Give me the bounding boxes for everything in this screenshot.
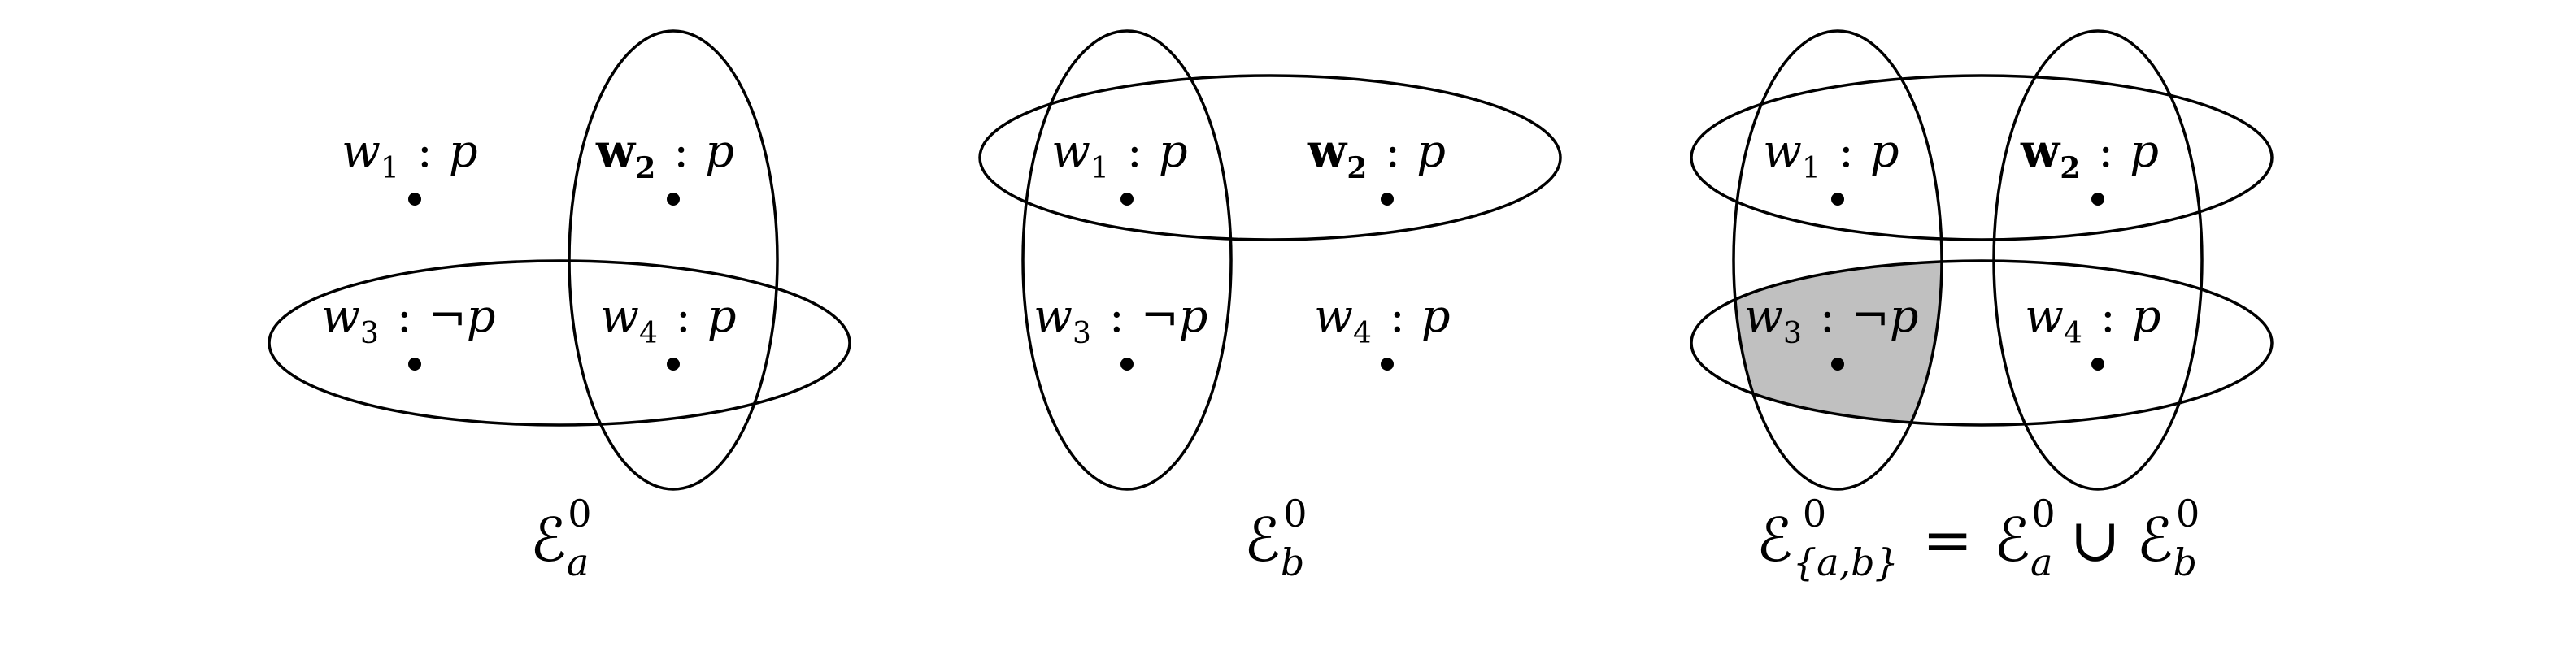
world-label-ab-w1: w1:p [1763, 125, 1899, 185]
world-dot-ab-w2 [2091, 193, 2104, 206]
ellipse-b-horizontal-w1-w2 [978, 74, 1562, 241]
world-label-b-w3: w3:¬p [1033, 290, 1208, 350]
panel-b: w1:p w2:p w3:¬p w4:p ℰb0 [978, 29, 1562, 584]
world-dot-b-w4 [1381, 358, 1394, 371]
world-dot-b-w3 [1120, 358, 1134, 371]
world-dot-ab-w3 [1831, 358, 1844, 371]
caption-a: ℰa0 [530, 492, 592, 584]
world-label-ab-w2: w2:p [2020, 124, 2159, 185]
ellipse-ab-vertical-right [1992, 29, 2204, 491]
world-label-b-w1: w1:p [1051, 125, 1188, 185]
world-label-a-w2: w2:p [595, 124, 734, 185]
world-label-a-w3: w3:¬p [321, 290, 496, 350]
world-label-b-w4: w4:p [1314, 290, 1451, 350]
world-dot-a-w3 [408, 358, 421, 371]
world-dot-b-w2 [1381, 193, 1394, 206]
panel-a: w1:p w2:p w3:¬p w4:p ℰa0 [268, 29, 851, 584]
panel-union: w1:p w2:p w3:¬p w4:p ℰ{a,b}0=ℰa0∪ℰb0 [1690, 29, 2274, 584]
ellipse-ab-horizontal-top [1690, 74, 2274, 241]
world-dot-a-w1 [408, 193, 421, 206]
world-dot-ab-w1 [1831, 193, 1844, 206]
world-dot-a-w4 [667, 358, 680, 371]
caption-b: ℰb0 [1244, 492, 1308, 584]
world-label-ab-w4: w4:p [2025, 290, 2161, 350]
ellipse-ab-horizontal-bottom [1690, 259, 2274, 427]
world-label-b-w2: w2:p [1307, 124, 1446, 185]
caption-union: ℰ{a,b}0=ℰa0∪ℰb0 [1756, 492, 2200, 584]
shaded-region-w3 [1734, 261, 1942, 425]
ellipse-ab-vertical-left [1732, 29, 1943, 491]
world-dot-b-w1 [1120, 193, 1134, 206]
ellipse-a-vertical-w2-w4 [568, 29, 779, 491]
ellipse-b-vertical-w1-w3 [1021, 29, 1233, 491]
world-dot-a-w2 [667, 193, 680, 206]
world-label-a-w1: w1:p [342, 125, 478, 185]
ellipse-a-horizontal-w3-w4 [268, 259, 851, 427]
world-label-ab-w3: w3:¬p [1744, 290, 1919, 350]
world-label-a-w4: w4:p [600, 290, 737, 350]
world-dot-ab-w4 [2091, 358, 2104, 371]
